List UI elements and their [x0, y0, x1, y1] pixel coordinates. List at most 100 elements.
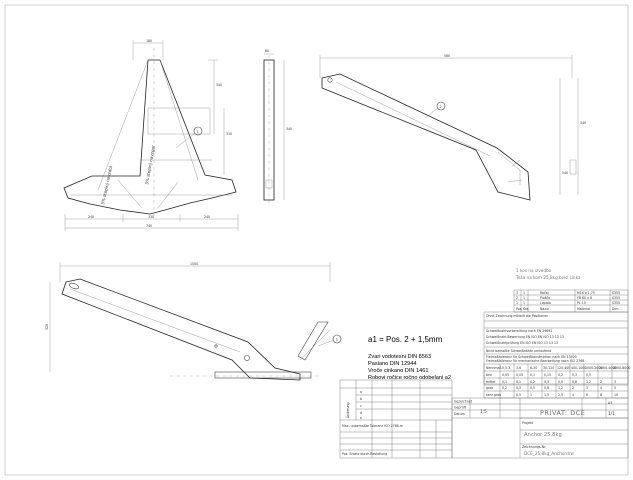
svg-text:0,5: 0,5 — [586, 373, 591, 377]
svg-text:0,3: 0,3 — [572, 373, 577, 377]
svg-text:3: 3 — [586, 386, 588, 390]
svg-text:a: a — [360, 390, 362, 394]
svg-text:fein: fein — [486, 373, 492, 377]
svg-text:1: 1 — [530, 393, 532, 397]
svg-text:30-120: 30-120 — [543, 366, 554, 370]
svg-text:120-400: 120-400 — [557, 366, 570, 370]
svg-text:0,5: 0,5 — [516, 393, 521, 397]
svg-text:0,5: 0,5 — [530, 386, 535, 390]
svg-text:PL 10: PL 10 — [577, 301, 586, 305]
title-block: Gezeichnet Geprüft Datum 1:5 1/1 A3 PRIV… — [451, 397, 629, 459]
svg-text:Kos: Kos — [523, 307, 529, 311]
svg-text:S355: S355 — [612, 301, 620, 305]
svg-text:c: c — [360, 404, 362, 408]
svg-text:Schweißnahtvorbereitung nach E: Schweißnahtvorbereitung nach EN 29692 — [486, 329, 552, 333]
weight-note-1: 1 kos na izvedbo — [516, 268, 552, 273]
svg-text:Material: Material — [577, 307, 590, 311]
dim-assembly-height: 320 — [45, 324, 49, 330]
dim-height-b: 310 — [226, 132, 232, 136]
dim-seg-mid: 330 — [148, 215, 154, 219]
balloon-3 — [332, 334, 342, 344]
svg-text:3: 3 — [336, 338, 338, 342]
svg-text:5: 5 — [614, 386, 616, 390]
svg-text:grob: grob — [486, 386, 493, 390]
svg-text:400-1000: 400-1000 — [571, 366, 586, 370]
svg-text:6: 6 — [586, 393, 588, 397]
weld-note-line-2: Pasiano DIN 12944 — [368, 361, 417, 367]
svg-text:0,3: 0,3 — [516, 386, 521, 390]
svg-text:d: d — [360, 411, 362, 415]
svg-text:0,1: 0,1 — [516, 380, 521, 384]
svg-text:3: 3 — [614, 380, 616, 384]
svg-text:Freimaßtoleranz für Schweißkon: Freimaßtoleranz für Schweißkonstruktion … — [486, 355, 577, 359]
parts-list: 3 1 Ročaj M16 x 1,75 S355 2 1 Plošča FB … — [513, 289, 629, 313]
weld-label-up: 3% stopinj navzgor — [144, 144, 156, 185]
svg-text:sehr grob: sehr grob — [486, 393, 501, 397]
weight-note-2: Teža na kom 25,8kg brez cinka — [515, 275, 581, 280]
assembly-view: 1500 320 3 — [45, 262, 342, 381]
svg-text:0,2: 0,2 — [530, 380, 535, 384]
svg-text:0,2: 0,2 — [558, 373, 563, 377]
svg-text:0,05: 0,05 — [516, 373, 523, 377]
front-view: 180 340 310 3% stopinj navzdol 3% stopin… — [63, 39, 239, 231]
svg-text:4000-8000: 4000-8000 — [613, 366, 630, 370]
svg-text:10: 10 — [614, 393, 618, 397]
spec-block: Ohne Zeichnung mitteilt die Positionen S… — [483, 311, 629, 385]
dim-assembly-length: 1500 — [190, 262, 198, 266]
svg-text:1: 1 — [523, 291, 525, 295]
weld-note-line-4: Robovi ročice ročno odobelani a2 — [368, 375, 451, 381]
svg-text:4: 4 — [572, 393, 574, 397]
plate-view: 560 340 540 2 — [319, 54, 586, 201]
svg-text:Schweißnaht-Bewertung EN ISO: Schweißnaht-Bewertung EN ISO EN ISO 13 1… — [486, 335, 564, 339]
dim-bottom-width: 740 — [146, 224, 152, 228]
svg-text:Naziv: Naziv — [540, 307, 549, 311]
fluke-outline — [63, 59, 237, 215]
svg-text:Änderung: Änderung — [345, 402, 350, 418]
svg-text:2: 2 — [600, 380, 602, 384]
svg-text:1: 1 — [197, 130, 199, 134]
svg-text:0,15: 0,15 — [544, 373, 551, 377]
svg-text:1: 1 — [516, 301, 518, 305]
svg-text:Dim: Dim — [612, 307, 618, 311]
svg-text:FB 60 x 8: FB 60 x 8 — [577, 296, 592, 300]
svg-text:S355: S355 — [612, 291, 620, 295]
drawing-number: DCE_25,8kg_Anchordrw — [524, 451, 574, 456]
svg-text:Lopata: Lopata — [540, 301, 551, 305]
dim-height-a: 340 — [216, 83, 222, 87]
svg-text:b: b — [360, 397, 362, 401]
balloon-2 — [436, 101, 446, 111]
tolerance-note: Max. unbemaßte Toleranz ISO 2768-m — [342, 424, 403, 428]
scale-value: 1:5 — [480, 409, 487, 414]
dim-side-width: 60 — [265, 49, 269, 53]
svg-text:e: e — [360, 416, 362, 420]
dim-seg-right: 240 — [204, 215, 210, 219]
svg-text:Ohne Zeichnung mitteilt die Po: Ohne Zeichnung mitteilt die Positionen — [486, 314, 548, 318]
svg-text:Schweißnahtprüfung EN ISO E: Schweißnahtprüfung EN ISO EN ISO 13 13 1… — [486, 341, 558, 345]
dim-plate-right: 540 — [562, 171, 568, 175]
weld-note-line-3: Vroče cinkano DIN 1461 — [368, 368, 428, 374]
svg-text:1000-2000: 1000-2000 — [585, 366, 602, 370]
svg-text:Plošča: Plošča — [540, 296, 550, 300]
svg-text:S355: S355 — [612, 296, 620, 300]
svg-text:8: 8 — [600, 393, 602, 397]
svg-text:Freimaßtoleranz für mechanisch: Freimaßtoleranz für mechanische Bearbeit… — [486, 359, 584, 363]
svg-text:0,5-3: 0,5-3 — [502, 366, 510, 370]
dim-plate-height: 340 — [580, 121, 586, 125]
company-name: PRIVAT: DCE — [540, 409, 585, 417]
dim-side-height: 340 — [286, 127, 292, 131]
svg-text:3: 3 — [516, 291, 518, 295]
dim-top-width: 180 — [146, 39, 152, 43]
svg-text:Projekt: Projekt — [522, 421, 534, 425]
format-value: A3 — [608, 401, 612, 405]
svg-text:Nennmaß: Nennmaß — [486, 366, 501, 370]
svg-text:0,1: 0,1 — [530, 373, 535, 377]
dim-seg-left: 240 — [88, 215, 94, 219]
side-view: 340 60 — [263, 49, 292, 206]
weld-formula: a1 = Pos. 2 + 1,5mm — [368, 335, 443, 344]
svg-text:2: 2 — [440, 105, 442, 109]
svg-text:Nicht bemaßte Schweißnähte uml: Nicht bemaßte Schweißnähte umlaufend — [486, 349, 551, 353]
svg-text:Datum: Datum — [454, 412, 465, 416]
svg-text:1,5: 1,5 — [544, 393, 549, 397]
svg-text:1,2: 1,2 — [586, 380, 591, 384]
